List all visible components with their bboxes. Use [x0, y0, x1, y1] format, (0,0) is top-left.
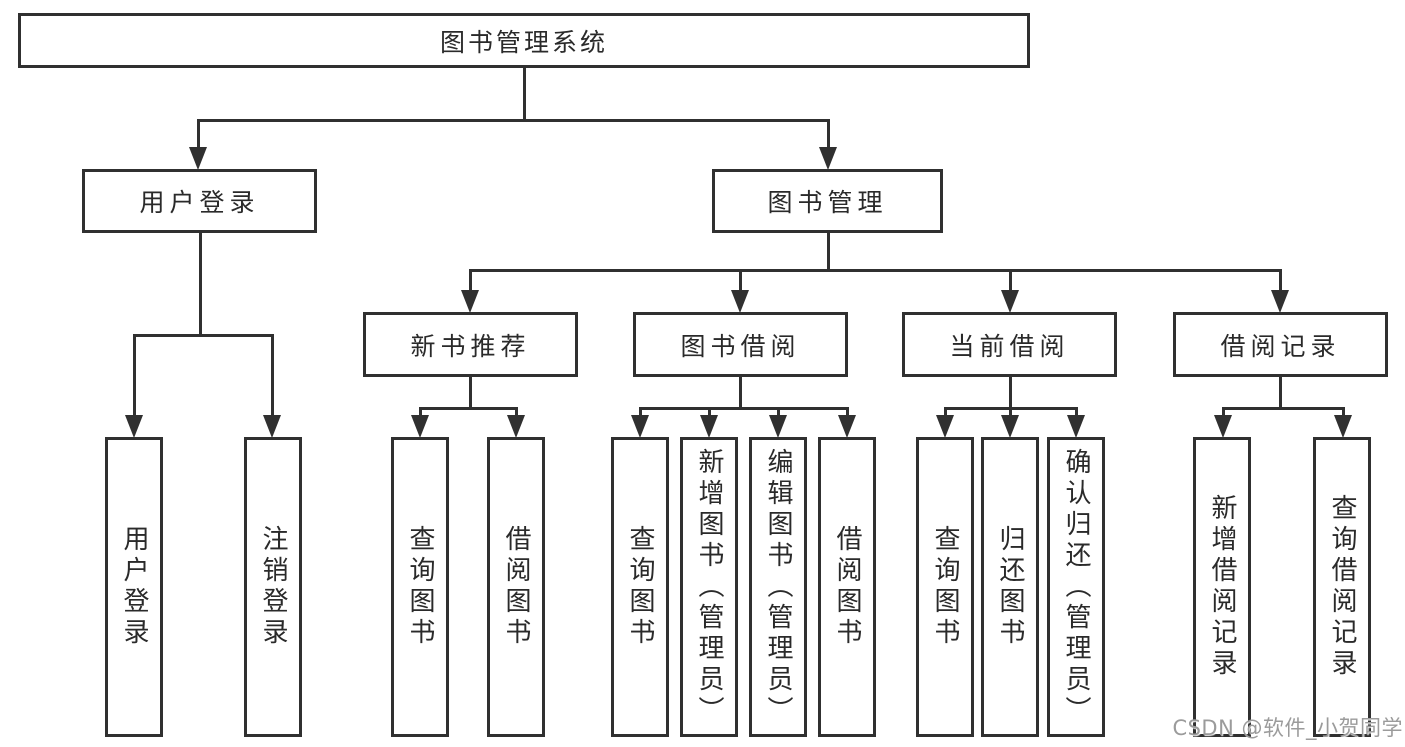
leaf-borrow-book-1-label: 借阅图书	[501, 525, 531, 649]
connector-line	[468, 268, 472, 299]
leaf-add-borrow-record: 新增借阅记录	[1193, 437, 1251, 737]
connector-line	[270, 333, 274, 424]
node-book-management: 图书管理	[712, 169, 943, 233]
leaf-query-book-1-label: 查询图书	[405, 525, 435, 649]
leaf-add-borrow-record-label: 新增借阅记录	[1207, 494, 1237, 680]
arrowhead-down-icon	[263, 415, 281, 438]
connector-line	[132, 333, 136, 424]
node-user-login: 用户登录	[82, 169, 317, 233]
leaf-confirm-return-admin-label: 确认归还（管理员）	[1061, 447, 1091, 727]
connector-line	[1278, 375, 1282, 410]
leaf-return-book: 归还图书	[981, 437, 1039, 737]
leaf-user-login: 用户登录	[105, 437, 163, 737]
arrowhead-down-icon	[189, 147, 207, 170]
arrowhead-down-icon	[936, 415, 954, 438]
leaf-edit-book-admin: 编辑图书（管理员）	[749, 437, 807, 737]
arrowhead-down-icon	[1334, 415, 1352, 438]
arrowhead-down-icon	[631, 415, 649, 438]
connector-line	[522, 66, 526, 122]
connector-line	[198, 230, 202, 337]
leaf-query-book-3: 查询图书	[916, 437, 974, 737]
leaf-user-login-label: 用户登录	[119, 525, 149, 649]
arrowhead-down-icon	[700, 415, 718, 438]
node-borrow-records: 借阅记录	[1173, 312, 1388, 377]
connector-line	[196, 118, 200, 156]
connector-line	[418, 406, 518, 410]
node-root: 图书管理系统	[18, 13, 1030, 68]
arrowhead-down-icon	[819, 147, 837, 170]
node-new-book-recommend: 新书推荐	[363, 312, 578, 377]
arrowhead-down-icon	[1214, 415, 1232, 438]
connector-line	[132, 333, 274, 337]
leaf-query-book-3-label: 查询图书	[930, 525, 960, 649]
node-book-borrow: 图书借阅	[633, 312, 848, 377]
arrowhead-down-icon	[461, 290, 479, 313]
arrowhead-down-icon	[1271, 290, 1289, 313]
leaf-borrow-book-2: 借阅图书	[818, 437, 876, 737]
connector-line	[738, 268, 742, 299]
leaf-query-borrow-record: 查询借阅记录	[1313, 437, 1371, 737]
arrowhead-down-icon	[507, 415, 525, 438]
connector-line	[468, 375, 472, 410]
leaf-edit-book-admin-label: 编辑图书（管理员）	[763, 447, 793, 727]
arrowhead-down-icon	[1001, 415, 1019, 438]
connector-line	[738, 375, 742, 410]
leaf-logout: 注销登录	[244, 437, 302, 737]
leaf-query-book-2: 查询图书	[611, 437, 669, 737]
leaf-borrow-book-1: 借阅图书	[487, 437, 545, 737]
node-current-borrow: 当前借阅	[902, 312, 1117, 377]
arrowhead-down-icon	[411, 415, 429, 438]
arrowhead-down-icon	[1001, 290, 1019, 313]
leaf-borrow-book-2-label: 借阅图书	[832, 525, 862, 649]
connector-line	[826, 231, 830, 272]
arrowhead-down-icon	[769, 415, 787, 438]
connector-line	[1008, 375, 1012, 410]
leaf-add-book-admin: 新增图书（管理员）	[680, 437, 738, 737]
connector-line	[1221, 406, 1345, 410]
leaf-return-book-label: 归还图书	[995, 525, 1025, 649]
arrowhead-down-icon	[838, 415, 856, 438]
arrowhead-down-icon	[1067, 415, 1085, 438]
connector-line	[196, 118, 830, 122]
watermark: CSDN @软件_小贺同学	[1172, 716, 1403, 740]
leaf-query-book-1: 查询图书	[391, 437, 449, 737]
connector-line	[826, 118, 830, 156]
arrowhead-down-icon	[125, 415, 143, 438]
connector-line	[638, 406, 849, 410]
leaf-logout-label: 注销登录	[258, 525, 288, 649]
leaf-add-book-admin-label: 新增图书（管理员）	[694, 447, 724, 727]
leaf-query-borrow-record-label: 查询借阅记录	[1327, 494, 1357, 680]
connector-line	[468, 268, 1282, 272]
leaf-query-book-2-label: 查询图书	[625, 525, 655, 649]
connector-line	[1008, 268, 1012, 299]
arrowhead-down-icon	[731, 290, 749, 313]
leaf-confirm-return-admin: 确认归还（管理员）	[1047, 437, 1105, 737]
connector-line	[1278, 268, 1282, 299]
